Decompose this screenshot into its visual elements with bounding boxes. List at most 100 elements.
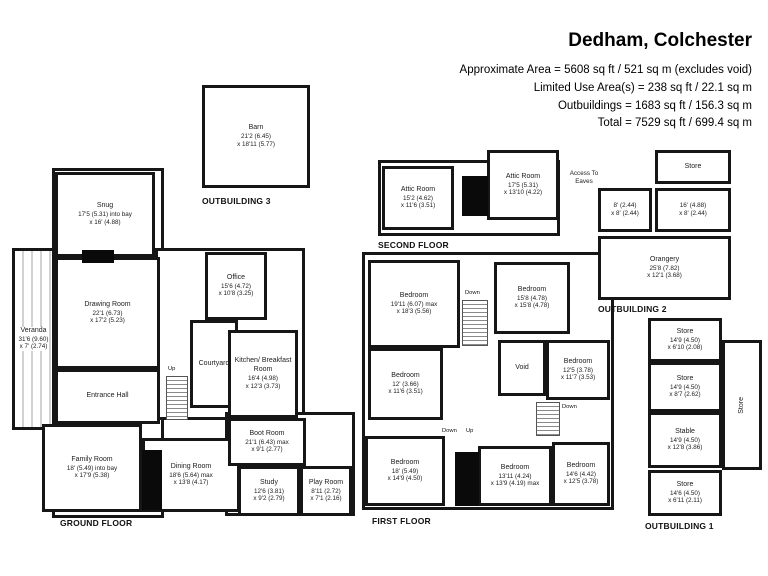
room-dim: x 12'8 (3.86) — [667, 444, 703, 452]
room-dim: x 8'7 (2.62) — [669, 391, 701, 399]
room-family-room: Family Room 18' (5.49) into bay x 17'9 (… — [42, 424, 142, 512]
room-dim: 15'6 (4.72) — [221, 282, 251, 290]
room-dim: x 12'3 (3.73) — [245, 382, 281, 390]
room-dim: 16' (4.88) — [679, 202, 707, 210]
room-void: Void — [498, 340, 546, 396]
room-name: Bedroom — [390, 458, 420, 466]
room-office: Office 15'6 (4.72) x 10'8 (3.25) — [205, 252, 267, 320]
room-dim: 8' (2.44) — [613, 202, 637, 210]
room-ob1-store-1: Store 14'9 (4.50) x 6'10 (2.08) — [648, 318, 722, 362]
access-to-eaves-note: Access To Eaves — [569, 170, 599, 186]
room-dim: 18' (5.49) into bay — [66, 464, 118, 472]
room-dim: 14'6 (4.50) — [670, 489, 700, 497]
chimney-block — [82, 250, 114, 263]
room-veranda: Veranda 31'6 (9.60) x 7' (2.74) — [12, 248, 55, 430]
room-name: Void — [515, 363, 529, 371]
room-dim: x 12'1 (3.68) — [647, 272, 682, 280]
room-name: Store — [676, 327, 694, 335]
room-ob1-stable: Stable 14'9 (4.50) x 12'8 (3.86) — [648, 412, 722, 468]
room-name: Office — [226, 273, 246, 281]
room-dim: x 8' (2.44) — [679, 210, 707, 217]
floor-label-outbuilding-2: OUTBUILDING 2 — [598, 304, 667, 314]
room-orangery: Orangery 25'8 (7.82) x 12'1 (3.68) — [598, 236, 731, 300]
room-attic-2: Attic Room 17'5 (5.31) x 13'10 (4.22) — [487, 150, 559, 220]
staircase — [536, 402, 560, 436]
room-dim: 14'9 (4.50) — [670, 436, 700, 444]
room-dim: x 11'6 (3.51) — [388, 388, 423, 396]
room-name: Veranda — [20, 326, 47, 336]
room-dim: 22'1 (6.73) — [92, 309, 123, 317]
room-name: Kitchen/ Breakfast Room — [234, 357, 292, 374]
room-name: Bedroom — [517, 285, 547, 293]
chimney-block — [462, 176, 488, 216]
stairs-up-label: Up — [168, 366, 176, 372]
room-dim: 31'6 (9.60) — [18, 335, 49, 344]
room-name: Study — [260, 478, 278, 486]
floor-label-outbuilding-1: OUTBUILDING 1 — [645, 521, 714, 531]
room-ob1-store-vertical: Store — [722, 340, 762, 470]
room-dim: x 16' (4.88) — [89, 218, 121, 226]
room-boot-room: Boot Room 21'1 (6.43) max x 9'1 (2.77) — [228, 418, 306, 466]
room-name: Boot Room — [249, 429, 285, 437]
room-dim: 19'11 (6.07) max — [390, 300, 438, 308]
room-name: Bedroom — [399, 291, 429, 299]
room-name: Stable — [675, 427, 695, 435]
room-name: Courtyard — [198, 359, 230, 367]
room-dim: 12'5 (3.78) — [563, 366, 593, 374]
room-name: Bedroom — [391, 371, 420, 379]
room-name: Attic Room — [400, 185, 436, 193]
room-dim: x 13'9 (4.19) max — [490, 480, 540, 488]
room-ob1-store-2: Store 14'9 (4.50) x 8'7 (2.62) — [648, 362, 722, 412]
room-dim: x 7'1 (2.16) — [310, 495, 342, 503]
area-line-approximate: Approximate Area = 5608 sq ft / 521 sq m… — [459, 64, 752, 76]
room-name: Store — [737, 396, 745, 414]
room-bedroom-3: Bedroom 12' (3.66) x 11'6 (3.51) — [368, 348, 443, 420]
room-name: Attic Room — [505, 172, 541, 180]
room-snug: Snug 17'5 (5.31) into bay x 16' (4.88) — [55, 172, 155, 257]
room-dim: x 6'10 (2.08) — [667, 344, 703, 352]
room-dim: 25'8 (7.82) — [649, 264, 680, 272]
stairs-down-label: Down — [562, 404, 577, 410]
room-bedroom-4: Bedroom 12'5 (3.78) x 11'7 (3.53) — [546, 340, 610, 400]
stairs-up-label: Up — [466, 428, 474, 434]
room-dim: 15'2 (4.62) — [403, 194, 433, 202]
room-name: Barn — [248, 124, 264, 132]
room-dim: x 7' (2.74) — [19, 343, 48, 352]
room-dim: x 17'2 (5.23) — [90, 317, 125, 325]
room-bedroom-6: Bedroom 13'11 (4.24) x 13'9 (4.19) max — [478, 446, 552, 506]
room-bedroom-2: Bedroom 15'8 (4.78) x 15'8 (4.78) — [494, 262, 570, 334]
room-barn: Barn 21'2 (6.45) x 18'11 (5.77) — [202, 85, 310, 188]
room-name: Family Room — [71, 455, 113, 463]
room-play-room: Play Room 8'11 (2.72) x 7'1 (2.16) — [300, 466, 352, 516]
staircase — [462, 300, 488, 346]
floor-label-first: FIRST FLOOR — [372, 516, 431, 526]
room-dim: x 11'6 (3.51) — [400, 202, 436, 210]
stairs-down-label: Down — [465, 290, 480, 296]
area-line-outbuildings: Outbuildings = 1683 sq ft / 156.3 sq m — [557, 99, 752, 112]
room-ob2-wide: 16' (4.88) x 8' (2.44) — [655, 188, 731, 232]
chimney-block — [455, 452, 479, 506]
floor-label-second: SECOND FLOOR — [378, 240, 449, 250]
room-dim: 14'9 (4.50) — [670, 336, 700, 344]
room-dim: x 18'11 (5.77) — [237, 140, 275, 148]
room-ob2-small: 8' (2.44) x 8' (2.44) — [598, 188, 652, 232]
room-dim: x 9'1 (2.77) — [251, 446, 283, 454]
room-name: Bedroom — [566, 461, 596, 469]
room-bedroom-1: Bedroom 19'11 (6.07) max x 18'3 (5.56) — [368, 260, 460, 348]
room-dim: x 9'2 (2.79) — [253, 495, 285, 503]
room-name: Bedroom — [563, 357, 593, 365]
header: Dedham, Colchester Approximate Area = 56… — [460, 30, 752, 133]
room-dim: 14'9 (4.50) — [670, 383, 700, 391]
floor-label-ground: GROUND FLOOR — [60, 518, 133, 528]
room-dim: 18' (5.49) — [391, 467, 419, 475]
room-dim: 14'6 (4.42) — [566, 470, 596, 478]
room-dim: x 17'9 (5.38) — [74, 472, 110, 480]
room-dim: 16'4 (4.98) — [248, 374, 278, 382]
room-ob1-store-3: Store 14'6 (4.50) x 6'11 (2.11) — [648, 470, 722, 516]
room-dim: 21'2 (6.45) — [241, 133, 271, 141]
room-dim: 13'11 (4.24) — [498, 472, 532, 480]
room-dim: x 14'9 (4.50) — [387, 475, 423, 483]
room-attic-1: Attic Room 15'2 (4.62) x 11'6 (3.51) — [382, 166, 454, 230]
room-drawing-room: Drawing Room 22'1 (6.73) x 17'2 (5.23) — [55, 257, 160, 369]
